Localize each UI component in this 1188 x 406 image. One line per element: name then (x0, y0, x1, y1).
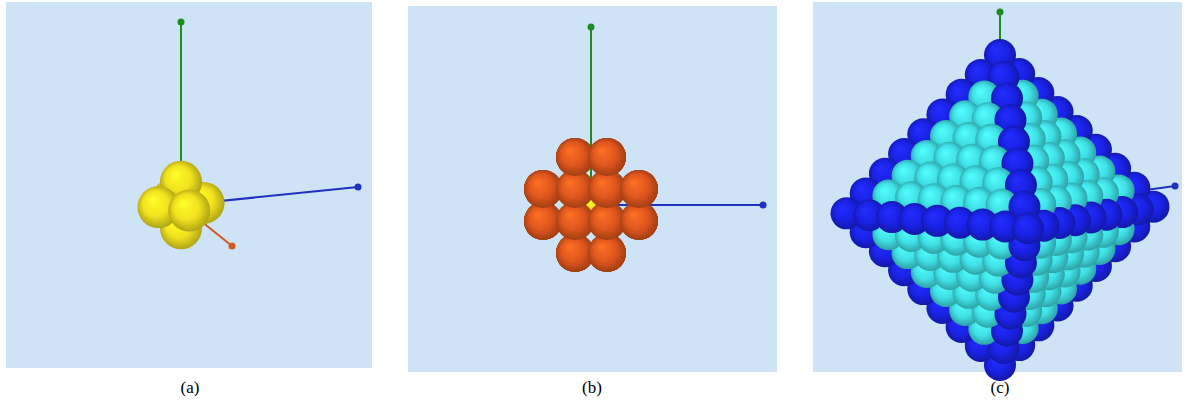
atom-sphere (620, 170, 658, 208)
axis-tip (229, 243, 236, 250)
atom-sphere (620, 170, 658, 208)
panel-label: (b) (582, 378, 602, 398)
panel-label: (a) (181, 378, 200, 398)
panel-background (408, 6, 777, 372)
panel-background (813, 2, 1182, 372)
atom-sphere (588, 138, 626, 176)
atom-sphere (588, 138, 626, 176)
atom-sphere (588, 138, 626, 176)
axis-tip (997, 9, 1004, 16)
atom-sphere (620, 170, 658, 208)
axis-tip (178, 19, 185, 26)
atom-sphere (168, 190, 210, 232)
axis-tip (588, 24, 595, 31)
axis-tip (760, 202, 767, 209)
atom-sphere (588, 138, 626, 176)
panel-label: (c) (991, 378, 1010, 398)
axis-tip (355, 184, 362, 191)
atom-sphere (620, 170, 658, 208)
panel-background (6, 2, 372, 368)
atom-sphere (1012, 212, 1044, 244)
axis-tip (1172, 183, 1179, 190)
